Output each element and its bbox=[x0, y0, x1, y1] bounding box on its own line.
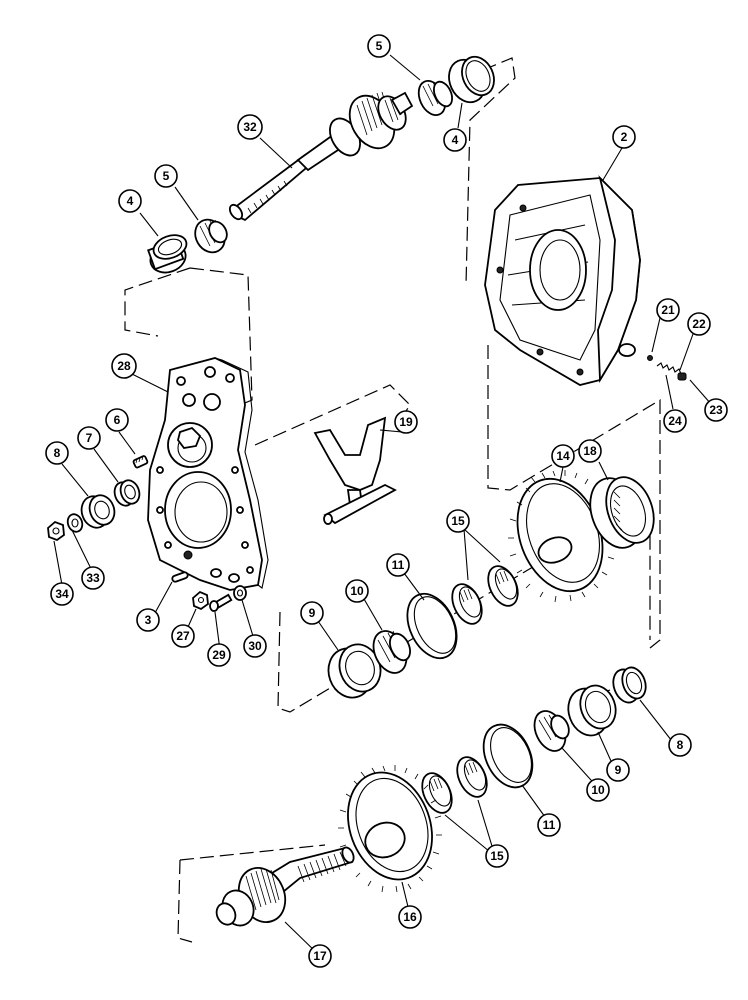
leader-lines bbox=[53, 54, 712, 957]
svg-text:22: 22 bbox=[692, 317, 706, 331]
callout-24: 24 bbox=[663, 409, 687, 433]
svg-text:28: 28 bbox=[117, 359, 131, 373]
svg-text:10: 10 bbox=[591, 783, 605, 797]
detent-parts bbox=[647, 355, 687, 381]
callout-33: 33 bbox=[81, 566, 105, 590]
svg-text:18: 18 bbox=[583, 444, 597, 458]
svg-text:4: 4 bbox=[127, 194, 134, 208]
callout-5-upper: 5 bbox=[367, 34, 391, 58]
svg-text:11: 11 bbox=[392, 558, 405, 572]
svg-text:6: 6 bbox=[114, 413, 121, 427]
callout-10-lower: 10 bbox=[586, 778, 610, 802]
callout-11-upper: 11 bbox=[386, 553, 410, 577]
callout-30: 30 bbox=[243, 634, 267, 658]
callout-4-left: 4 bbox=[118, 189, 142, 213]
callout-14: 14 bbox=[551, 444, 575, 468]
svg-text:8: 8 bbox=[677, 738, 684, 752]
callout-22: 22 bbox=[687, 312, 711, 336]
callout-34: 34 bbox=[50, 582, 74, 606]
callout-3: 3 bbox=[136, 608, 160, 632]
cover-hardware bbox=[47, 455, 247, 612]
svg-text:11: 11 bbox=[543, 818, 556, 832]
svg-text:19: 19 bbox=[399, 415, 413, 429]
callout-7: 7 bbox=[77, 426, 101, 450]
input-shaft bbox=[228, 91, 414, 222]
callout-23: 23 bbox=[704, 398, 728, 422]
svg-text:14: 14 bbox=[556, 449, 570, 463]
svg-text:16: 16 bbox=[403, 910, 417, 924]
callout-21: 21 bbox=[656, 298, 680, 322]
transfer-housing bbox=[484, 175, 641, 386]
callout-19: 19 bbox=[394, 410, 418, 434]
callout-5-left: 5 bbox=[154, 164, 178, 188]
svg-text:9: 9 bbox=[309, 606, 316, 620]
svg-text:30: 30 bbox=[248, 639, 262, 653]
svg-text:4: 4 bbox=[452, 133, 459, 147]
shift-fork bbox=[313, 416, 397, 525]
svg-text:2: 2 bbox=[621, 130, 628, 144]
svg-text:29: 29 bbox=[212, 648, 226, 662]
callout-4-upper: 4 bbox=[443, 128, 467, 152]
svg-text:32: 32 bbox=[243, 120, 257, 134]
callout-8-right: 8 bbox=[668, 733, 692, 757]
svg-text:3: 3 bbox=[145, 613, 152, 627]
svg-text:17: 17 bbox=[313, 949, 327, 963]
callout-8-left: 8 bbox=[45, 441, 69, 465]
svg-text:34: 34 bbox=[55, 587, 69, 601]
callout-28: 28 bbox=[111, 353, 137, 379]
callout-16: 16 bbox=[398, 905, 422, 929]
svg-text:15: 15 bbox=[451, 514, 465, 528]
callout-10-upper: 10 bbox=[345, 579, 369, 603]
svg-text:24: 24 bbox=[668, 414, 682, 428]
svg-text:5: 5 bbox=[376, 39, 383, 53]
callout-15-lower: 15 bbox=[485, 844, 509, 868]
callout-15-upper: 15 bbox=[446, 509, 470, 533]
callout-11-lower: 11 bbox=[537, 813, 561, 837]
callout-9-upper: 9 bbox=[300, 601, 324, 625]
middle-gear-group bbox=[327, 470, 655, 699]
svg-text:27: 27 bbox=[176, 629, 190, 643]
callout-2: 2 bbox=[612, 125, 636, 149]
svg-text:8: 8 bbox=[54, 446, 61, 460]
callout-29: 29 bbox=[207, 643, 231, 667]
svg-text:33: 33 bbox=[86, 571, 100, 585]
svg-text:21: 21 bbox=[661, 303, 675, 317]
svg-text:10: 10 bbox=[350, 584, 364, 598]
svg-text:7: 7 bbox=[86, 431, 93, 445]
callout-27: 27 bbox=[171, 624, 195, 648]
callout-6: 6 bbox=[105, 408, 129, 432]
svg-text:15: 15 bbox=[490, 849, 504, 863]
svg-text:23: 23 bbox=[709, 403, 723, 417]
callout-17: 17 bbox=[308, 944, 332, 968]
callout-18: 18 bbox=[578, 439, 602, 463]
top-bearings bbox=[147, 55, 495, 274]
callouts: 5 4 32 5 4 2 28 21 22 24 23 19 6 7 8 14 … bbox=[45, 34, 728, 968]
svg-text:5: 5 bbox=[163, 169, 170, 183]
cover-plate bbox=[147, 357, 269, 591]
svg-text:9: 9 bbox=[615, 763, 622, 777]
callout-9-lower: 9 bbox=[606, 758, 630, 782]
lower-gear-group bbox=[215, 666, 647, 927]
callout-32: 32 bbox=[237, 114, 263, 140]
